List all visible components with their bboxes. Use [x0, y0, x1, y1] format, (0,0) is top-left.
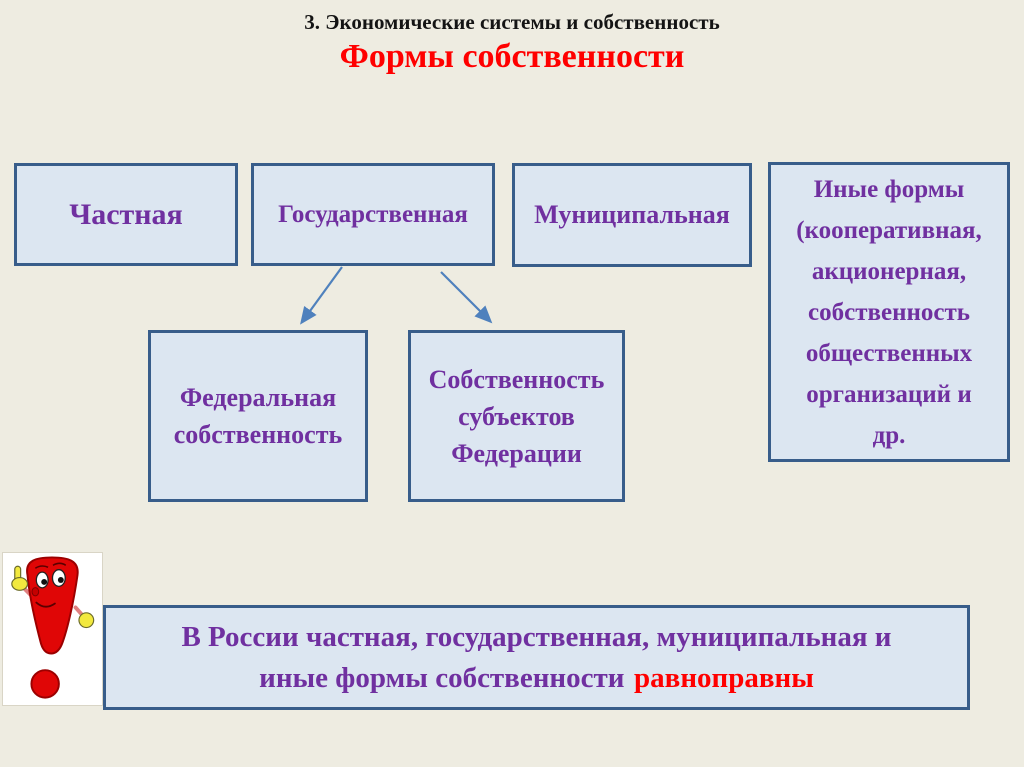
box-municipal-label: Муниципальная [534, 200, 730, 229]
box-federal-line: Федеральная [179, 383, 337, 412]
box-other-line: акционерная, [811, 257, 967, 285]
arrow-state-to-federal [300, 266, 343, 325]
box-subjects-line: Федерации [451, 438, 582, 468]
box-federation-subjects-ownership: Собственность субъектов Федерации [408, 330, 625, 502]
exclamation-icon [11, 556, 95, 699]
box-other-line: организаций и [806, 380, 972, 408]
box-other-line: Иные формы [813, 175, 965, 203]
note-highlight: равноправны [634, 661, 814, 694]
box-federal-ownership: Федеральная собственность [148, 330, 368, 502]
box-private-label: Частная [69, 197, 183, 231]
slide-title: 3. Экономические системы и собственность [304, 10, 720, 34]
box-other-forms-ownership: Иные формы (кооперативная, акционерная, … [768, 162, 1010, 462]
arrow-state-to-subjects [440, 271, 493, 324]
box-other-line: общественных [805, 339, 973, 367]
note-line1: В России частная, государственная, муниц… [181, 620, 892, 653]
note-line2-text: иные формы собственности [259, 661, 625, 694]
box-private-ownership: Частная [14, 163, 238, 266]
box-subjects-line: субъектов [458, 401, 575, 431]
box-municipal-ownership: Муниципальная [512, 163, 752, 267]
note-line2: иные формы собственности равноправны [106, 658, 967, 699]
box-state-label: Государственная [278, 200, 468, 228]
slide-subtitle: Формы собственности [339, 38, 685, 75]
box-other-line: (кооперативная, [796, 216, 982, 244]
note-box: В России частная, государственная, муниц… [103, 605, 970, 710]
box-subjects-line: Собственность [428, 364, 605, 394]
box-federal-line: собственность [173, 420, 343, 449]
slide-header: 3. Экономические системы и собственность… [0, 10, 1024, 76]
box-other-line: собственность [808, 298, 970, 326]
exclamation-mark-character [2, 552, 103, 706]
box-other-line: др. [872, 421, 906, 449]
box-state-ownership: Государственная [251, 163, 495, 266]
